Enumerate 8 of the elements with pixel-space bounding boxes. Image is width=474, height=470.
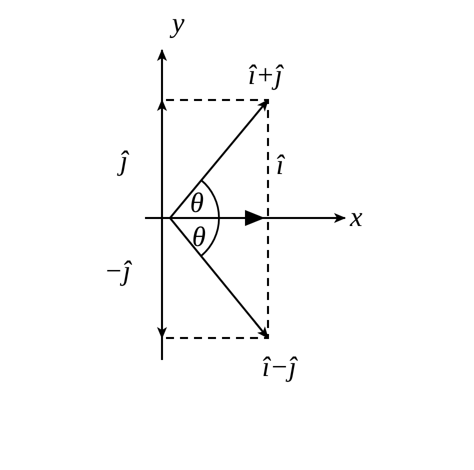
angle-label: θ — [192, 224, 206, 252]
vector-label: î+ĵ — [248, 62, 282, 90]
vector-label: −ĵ — [104, 258, 131, 286]
vector-label: î−ĵ — [262, 354, 296, 382]
angle-label: θ — [190, 190, 204, 218]
axis-label: x — [350, 204, 362, 232]
vector-label: î — [276, 152, 284, 180]
axis-label: y — [172, 10, 184, 38]
